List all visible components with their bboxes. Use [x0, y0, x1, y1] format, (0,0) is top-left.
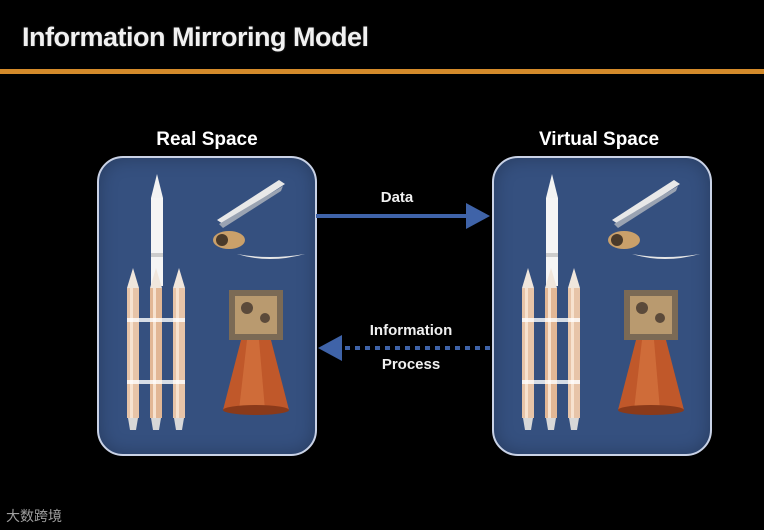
data-arrow	[316, 203, 490, 229]
data-arrow-label: Data	[372, 189, 422, 206]
real-space-label: Real Space	[97, 129, 317, 151]
virtual-space-panel	[492, 156, 712, 456]
information-arrow-label: Information	[356, 322, 466, 339]
engine-icon	[223, 290, 289, 415]
rocket-icon	[127, 268, 185, 430]
engine-icon	[618, 290, 684, 415]
real-space-panel	[97, 156, 317, 456]
fairing-icon	[608, 180, 700, 259]
fairing-icon	[213, 180, 305, 259]
slide-title: Information Mirroring Model	[22, 22, 368, 53]
title-underline	[0, 69, 764, 74]
virtual-space-label: Virtual Space	[489, 129, 709, 151]
rocket-hardware-illustration	[99, 158, 315, 454]
rocket-icon	[522, 268, 580, 430]
watermark-text: 大数跨境	[6, 506, 62, 526]
rocket-hardware-illustration	[494, 158, 710, 454]
process-arrow-label: Process	[356, 356, 466, 373]
